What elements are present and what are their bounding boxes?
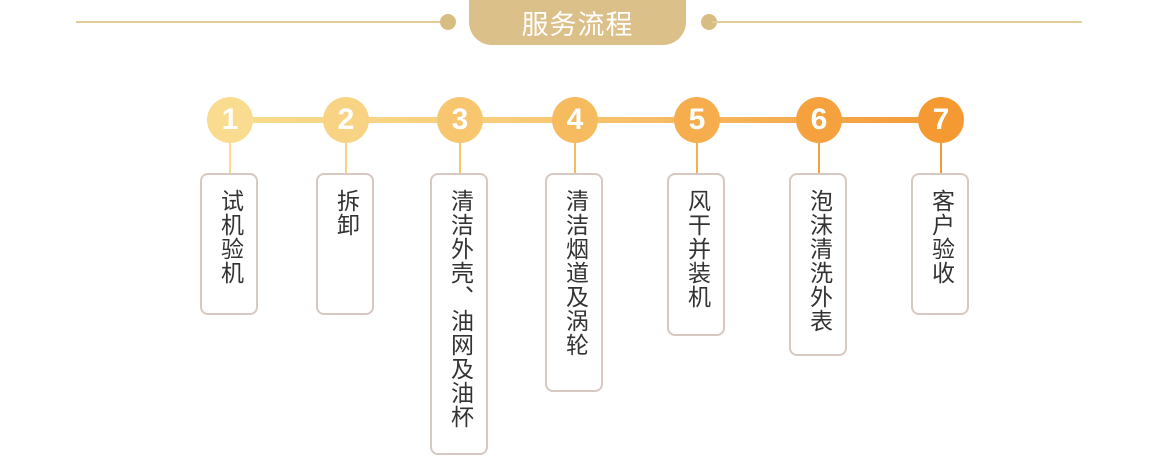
step-label: 拆卸: [332, 189, 359, 237]
step-stem: [574, 143, 576, 173]
step-number-badge: 1: [207, 97, 253, 143]
step-stem: [229, 143, 231, 173]
step-label-box: 试机验机: [200, 173, 258, 315]
step-label: 清洁外壳、油网及油杯: [446, 189, 473, 429]
step-number-badge: 6: [796, 97, 842, 143]
step-stem: [459, 143, 461, 173]
step-number-badge: 4: [552, 97, 598, 143]
step-number-badge: 7: [918, 97, 964, 143]
header-dot-right: [701, 14, 717, 30]
step-label: 清洁烟道及涡轮: [561, 189, 588, 357]
step-label-box: 风干并装机: [667, 173, 725, 336]
step-stem: [345, 143, 347, 173]
header-divider-left: [76, 21, 446, 23]
step-label-box: 清洁外壳、油网及油杯: [430, 173, 488, 455]
step-label: 试机验机: [216, 189, 243, 285]
step-number-badge: 3: [437, 97, 483, 143]
page-title: 服务流程: [469, 0, 686, 45]
step-stem: [696, 143, 698, 173]
step-label-box: 泡沫清洗外表: [789, 173, 847, 356]
header-dot-left: [440, 14, 456, 30]
header-divider-right: [712, 21, 1082, 23]
step-label: 泡沫清洗外表: [805, 189, 832, 333]
step-label-box: 拆卸: [316, 173, 374, 315]
step-label-box: 清洁烟道及涡轮: [545, 173, 603, 392]
step-number-badge: 5: [674, 97, 720, 143]
step-stem: [940, 143, 942, 173]
step-label-box: 客户验收: [911, 173, 969, 315]
step-label: 风干并装机: [683, 189, 710, 309]
step-stem: [818, 143, 820, 173]
step-number-badge: 2: [323, 97, 369, 143]
step-label: 客户验收: [927, 189, 954, 285]
